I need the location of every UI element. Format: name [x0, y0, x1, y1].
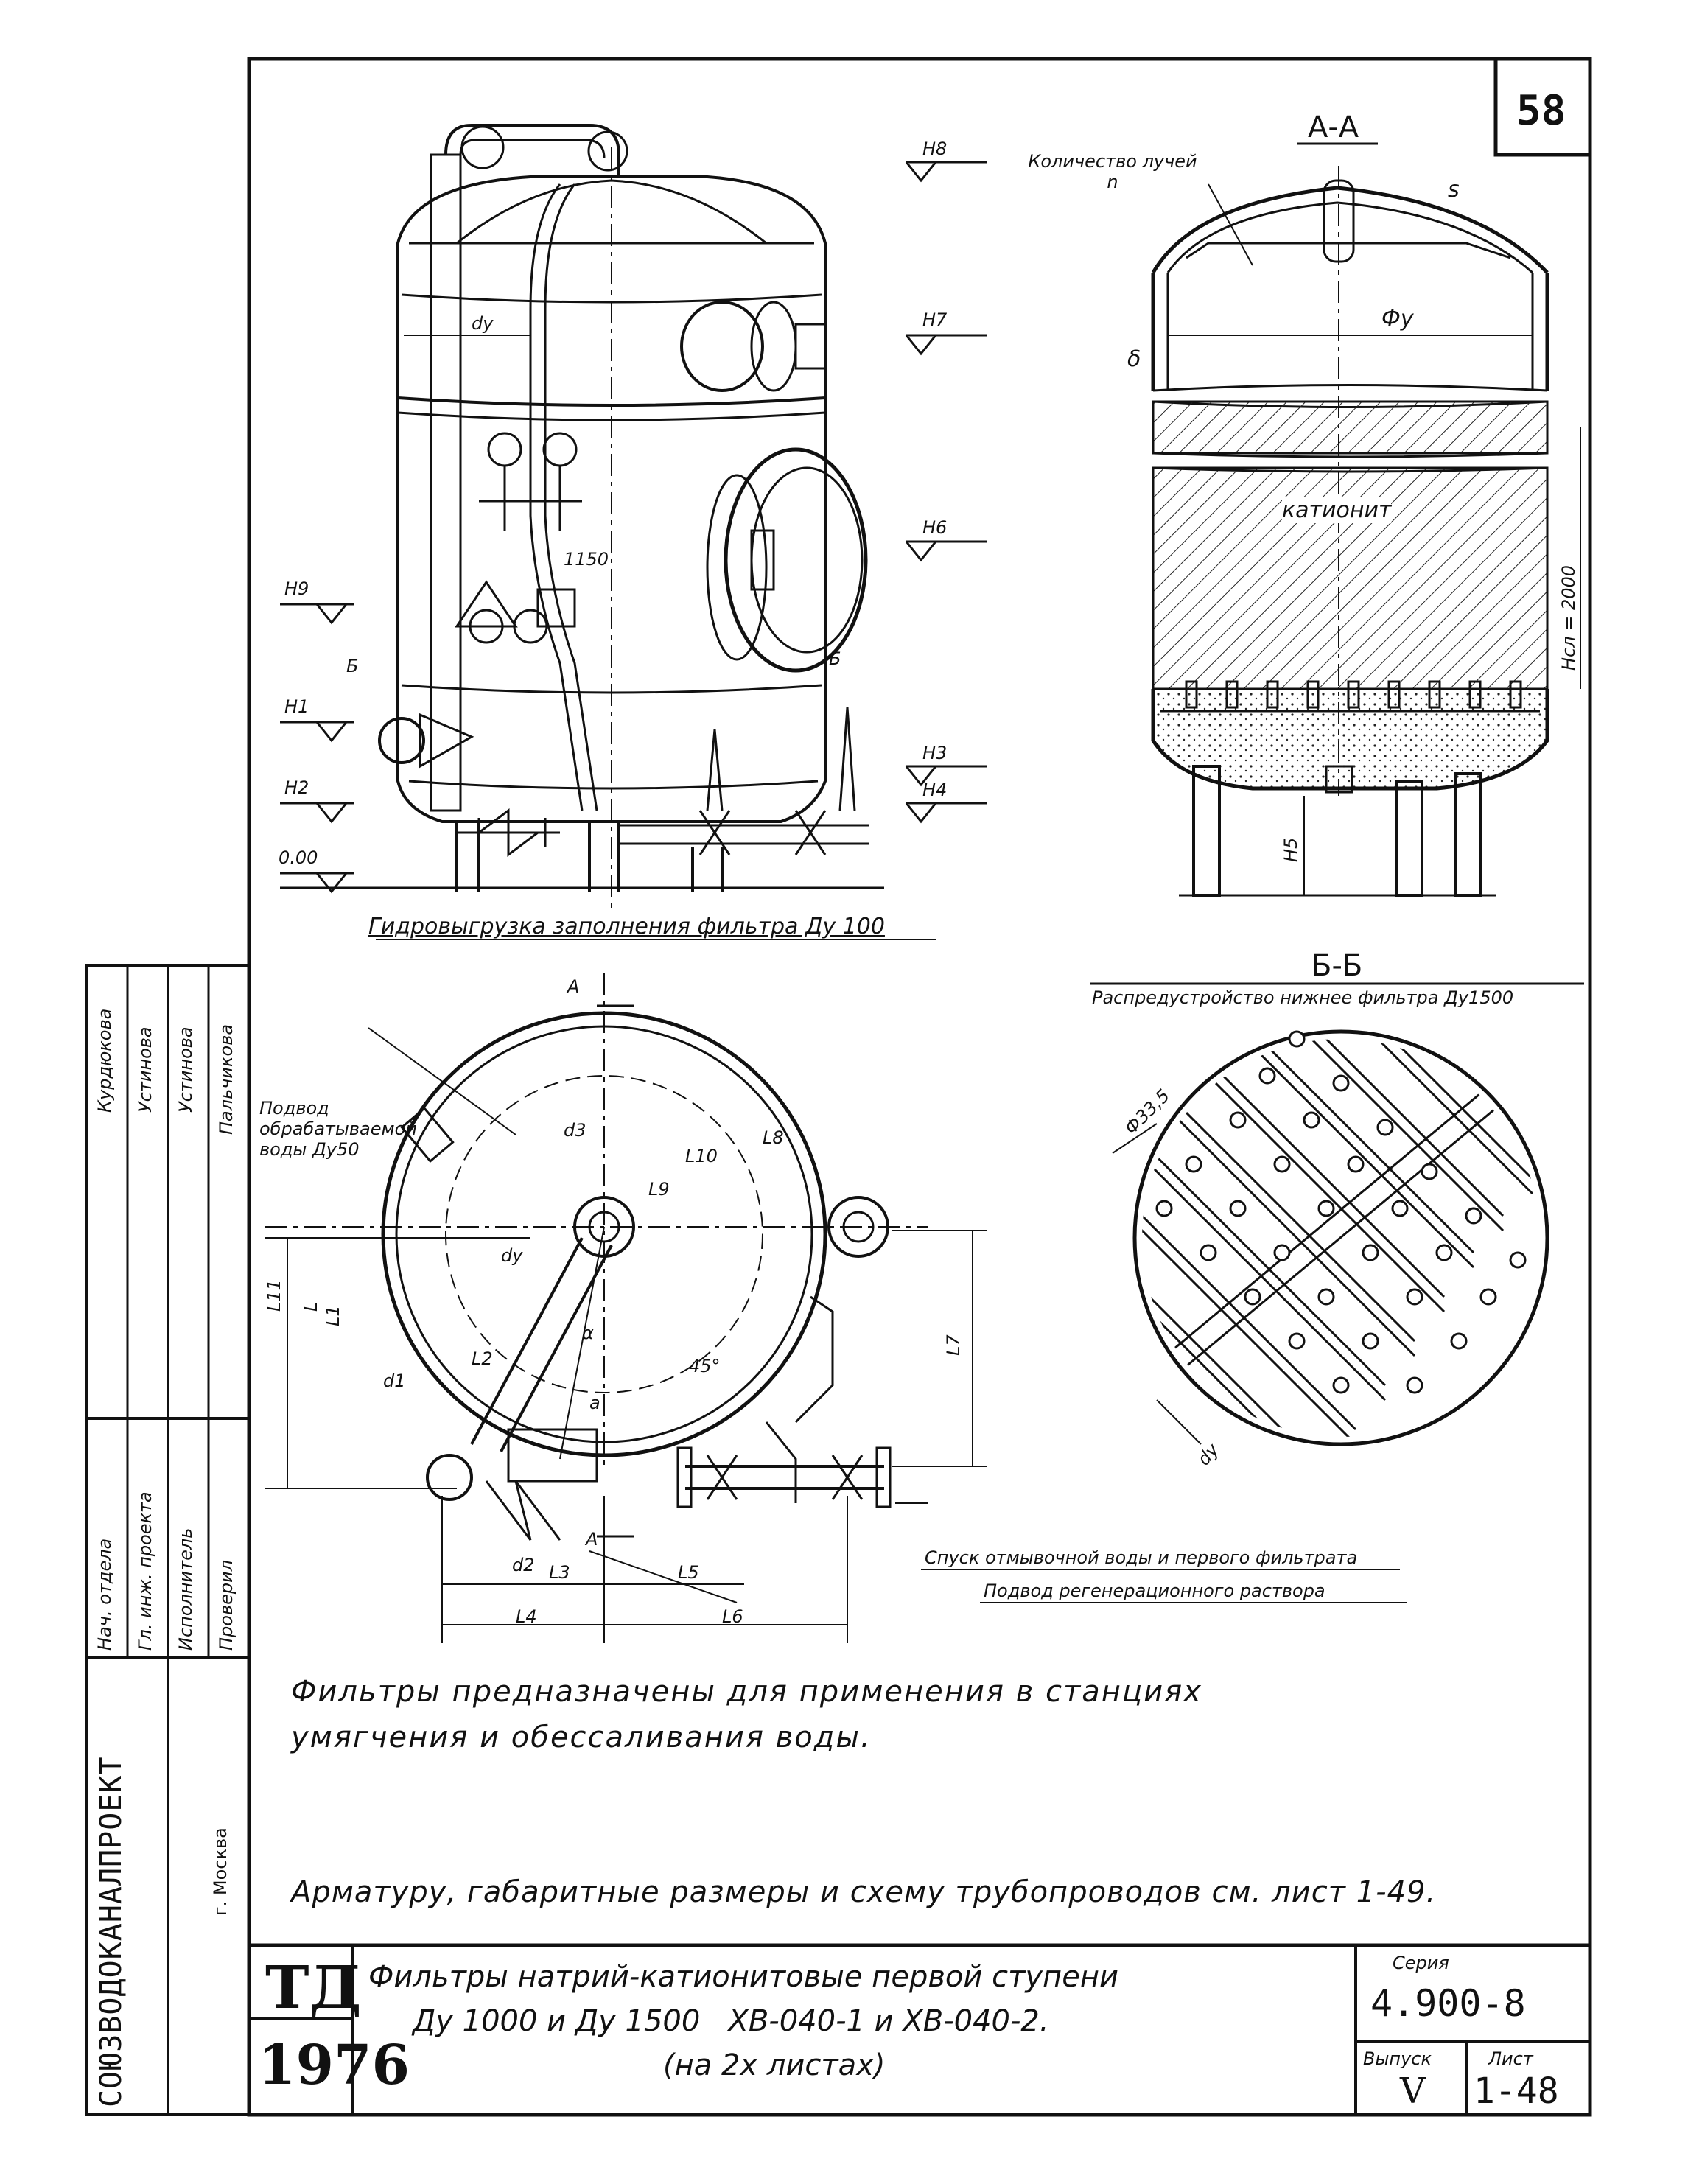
dim-label: L9	[648, 1179, 670, 1200]
level-label: Н7	[922, 309, 948, 330]
dim-label: L4	[516, 1606, 537, 1627]
distributor-label: Распредустройство нижнее фильтра Ду1500	[1092, 987, 1514, 1008]
angle-label: 45°	[689, 1356, 721, 1376]
role-label: Проверил	[216, 1559, 237, 1651]
dim-label: L7	[943, 1334, 964, 1356]
level-label: Н6	[922, 517, 948, 538]
section-title: А-А	[1308, 111, 1359, 144]
cation-label: катионит	[1282, 497, 1392, 523]
drain-label: Спуск отмывочной воды и первого фильтрат…	[925, 1547, 1358, 1568]
filter-plan	[265, 939, 1407, 1643]
s-label: s	[1448, 177, 1460, 203]
issue-number: V	[1400, 2071, 1426, 2112]
series-number: 4.900-8	[1370, 1982, 1526, 2025]
level-label: Н1	[284, 696, 309, 717]
level-label: 0.00	[279, 847, 318, 868]
dim-label: 1150	[564, 549, 609, 570]
feed-water-label: Подвод обрабатываемой воды Ду50	[259, 1098, 417, 1160]
note-purpose: Фильтры предназначены для применения в с…	[291, 1675, 1202, 1754]
level-label: Н9	[284, 578, 309, 599]
dim-label: d1	[383, 1371, 406, 1391]
level-label: Н3	[922, 743, 948, 763]
filter-elevation	[280, 124, 987, 914]
sheet-index: 1-48	[1474, 2071, 1559, 2112]
dim-label: d3	[564, 1120, 586, 1141]
cut-mark-b: Б	[346, 656, 359, 676]
series-caption: Серия	[1393, 1953, 1449, 1973]
role-label: Исполнитель	[175, 1527, 196, 1651]
year-mark: 1976	[258, 2034, 410, 2097]
level-label: Н4	[922, 780, 948, 800]
name-label: Курдюкова	[94, 1008, 115, 1113]
delta-label: δ	[1127, 346, 1141, 372]
title-line-1: Фильтры натрий-катионитовые первой ступе…	[368, 1960, 1118, 1994]
role-label: Гл. инж. проекта	[135, 1491, 155, 1651]
level-label: Н2	[284, 777, 309, 798]
dim-label: L2	[472, 1348, 493, 1369]
beam-count-label: Количество лучей n	[1028, 151, 1197, 192]
sheet-caption: Лист	[1488, 2048, 1533, 2069]
level-label: Н5	[1281, 837, 1301, 862]
name-label: Пальчикова	[216, 1023, 237, 1135]
note-reference: Арматуру, габаритные размеры и схему тру…	[291, 1875, 1437, 1909]
hydro-unload-label: Гидровыгрузка заполнения фильтра Ду 100	[368, 914, 885, 939]
regen-label: Подвод регенерационного раствора	[984, 1581, 1325, 1601]
dim-label: L8	[763, 1127, 784, 1148]
name-label: Устинова	[175, 1026, 196, 1113]
cut-mark-a: А	[567, 976, 580, 997]
section-title: Б-Б	[1311, 949, 1363, 983]
phi-y-label: Фу	[1381, 306, 1414, 332]
alpha-label: α	[582, 1323, 594, 1343]
title-line-2: Ду 1000 и Ду 1500 ХВ-040-1 и ХВ-040-2.	[413, 2004, 1049, 2038]
level-label: Н8	[922, 139, 948, 159]
dim-label: L6	[722, 1606, 743, 1627]
cut-mark-b: Б	[829, 648, 841, 669]
city-label: г. Москва	[210, 1827, 231, 1916]
org-name: СОЮЗВОДОКАНАЛПРОЕКТ	[94, 1756, 128, 2107]
td-mark: ТД	[265, 1953, 362, 2022]
sheet-number: 58	[1516, 87, 1566, 135]
dim-label: dy	[501, 1245, 523, 1266]
cut-mark-a: А	[586, 1529, 598, 1550]
issue-caption: Выпуск	[1363, 2048, 1432, 2069]
sheet-number-box	[1493, 57, 1592, 157]
name-label: Устинова	[135, 1026, 155, 1113]
dim-label: L	[301, 1301, 321, 1312]
dim-label: dy	[472, 313, 494, 334]
dim-label: d2	[512, 1555, 535, 1575]
dim-label: L3	[549, 1562, 570, 1583]
dim-label: L10	[685, 1146, 718, 1166]
title-line-3: (на 2х листах)	[663, 2048, 886, 2082]
dim-label: L11	[264, 1279, 284, 1312]
dim-label: L5	[678, 1562, 699, 1583]
role-label: Нач. отдела	[94, 1538, 115, 1651]
dim-label: L1	[323, 1305, 343, 1326]
dim-label: a	[589, 1393, 600, 1413]
hsl-label: Нсл = 2000	[1558, 564, 1579, 671]
